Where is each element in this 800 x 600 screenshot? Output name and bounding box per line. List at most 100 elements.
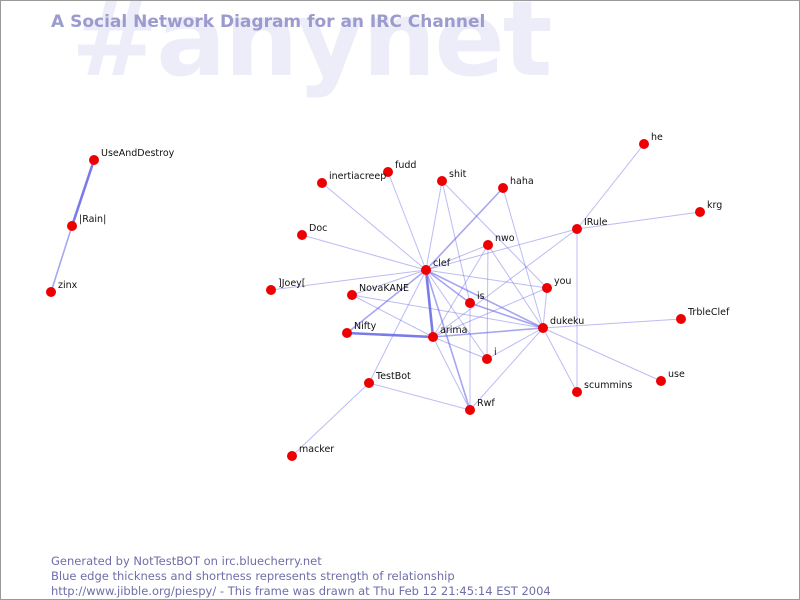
node-label-i: i — [494, 347, 497, 358]
node-dukeku: dukeku — [538, 316, 584, 333]
node-testbot: TestBot — [364, 371, 411, 388]
node-label-dukeku: dukeku — [550, 316, 584, 327]
node-inertiacreep: inertiacreep — [317, 171, 386, 188]
node-scummins: scummins — [572, 380, 632, 397]
node-dot-trbleclef — [676, 314, 686, 324]
node-label-nwo: nwo — [495, 233, 515, 244]
node-dot-is — [465, 298, 475, 308]
node-is: is — [465, 291, 485, 308]
edge-arima-rwf — [432, 336, 471, 411]
node-dot-testbot — [364, 378, 374, 388]
edge-clef-is — [425, 269, 471, 304]
edge-useanddestroy-rain — [70, 159, 96, 227]
node-label-nifty: Nifty — [354, 321, 377, 332]
node-rain: |Rain| — [67, 214, 106, 231]
edge-testbot-macker — [291, 382, 370, 457]
node-dot-haha — [498, 183, 508, 193]
node-arima: arima — [428, 325, 467, 342]
node-dot-clef — [421, 265, 431, 275]
node-dot-inertiacreep — [317, 178, 327, 188]
node-doc: Doc — [297, 223, 327, 240]
node-label-novakane: NovaKANE — [359, 283, 409, 294]
node-dot-fudd — [383, 167, 393, 177]
edge-he-irule — [576, 143, 645, 230]
edge-clef-novakane — [351, 269, 427, 296]
node-label-use: use — [668, 369, 685, 380]
node-he: he — [639, 132, 663, 149]
edge-nifty-arima — [346, 331, 434, 339]
edge-dukeku-trbleclef — [542, 318, 682, 329]
node-dot-novakane — [347, 290, 357, 300]
node-label-trbleclef: TrbleClef — [687, 307, 730, 318]
edge-dukeku-use — [542, 327, 662, 382]
node-dot-scummins — [572, 387, 582, 397]
edge-testbot-rwf — [368, 382, 471, 411]
page-title: A Social Network Diagram for an IRC Chan… — [51, 12, 486, 32]
edge-clef-nifty — [346, 269, 427, 334]
node-dot-you — [542, 283, 552, 293]
edge-novakane-dukeku — [351, 294, 544, 329]
node-dot-macker — [287, 451, 297, 461]
edge-shit-is — [441, 180, 471, 304]
node-layer: UseAndDestroy|Rain|zinxhekrgfuddshitiner… — [46, 132, 730, 461]
footer-generator-line: Generated by NotTestBOT on irc.bluecherr… — [51, 554, 322, 568]
node-nifty: Nifty — [342, 321, 377, 338]
footer-url-line: http://www.jibble.org/piespy/ - This fra… — [51, 584, 551, 598]
node-dot-doc — [297, 230, 307, 240]
edge-clef-nwo — [425, 244, 489, 271]
edge-you-arima — [432, 287, 548, 338]
node-dot-krg — [695, 207, 705, 217]
node-nwo: nwo — [483, 233, 515, 250]
edge-dukeku-arima — [432, 327, 544, 338]
edge-haha-dukeku — [502, 187, 544, 329]
node-rwf: Rwf — [465, 398, 495, 415]
node-dot-he — [639, 139, 649, 149]
node-dot-irule — [572, 224, 582, 234]
node-novakane: NovaKANE — [347, 283, 409, 300]
node-irule: IRule — [572, 217, 608, 234]
edge-clef-joey — [270, 269, 427, 291]
node-label-zinx: zinx — [58, 280, 78, 291]
node-dot-dukeku — [538, 323, 548, 333]
edge-clef-inertiacreep — [321, 182, 427, 271]
edge-krg-irule — [576, 211, 701, 230]
edge-clef-testbot — [368, 269, 427, 384]
node-label-he: he — [651, 132, 663, 143]
node-krg: krg — [695, 200, 722, 217]
edge-clef-arima — [424, 269, 435, 338]
edge-nwo-i — [486, 244, 489, 360]
node-use: use — [656, 369, 685, 386]
edge-layer — [50, 143, 701, 457]
edge-rain-zinx — [50, 225, 73, 293]
node-zinx: zinx — [46, 280, 78, 297]
node-clef: clef — [421, 258, 451, 275]
edge-clef-doc — [301, 234, 427, 271]
edge-clef-you — [425, 269, 548, 289]
edge-dukeku-i — [486, 327, 544, 360]
node-shit: shit — [437, 169, 467, 186]
edge-nwo-arima — [432, 244, 489, 338]
edge-is-dukeku — [469, 302, 544, 329]
node-useanddestroy: UseAndDestroy — [89, 148, 175, 165]
node-label-useanddestroy: UseAndDestroy — [101, 148, 175, 159]
node-dot-use — [656, 376, 666, 386]
edge-clef-irule — [425, 228, 578, 271]
edge-novakane-arima — [351, 294, 434, 338]
node-label-joey: ]Joey[ — [278, 278, 306, 289]
footer: Generated by NotTestBOT on irc.bluecherr… — [51, 554, 551, 599]
node-label-clef: clef — [433, 258, 451, 269]
edge-irule-arima — [432, 228, 578, 338]
node-i: i — [482, 347, 497, 364]
node-dot-nwo — [483, 240, 493, 250]
edge-nwo-dukeku — [487, 244, 544, 329]
footer-legend-line: Blue edge thickness and shortness repres… — [51, 569, 455, 583]
node-dot-rain — [67, 221, 77, 231]
edge-clef-shit — [425, 180, 443, 271]
node-label-shit: shit — [449, 169, 467, 180]
edge-clef-dukeku — [425, 269, 544, 329]
node-label-rain: |Rain| — [79, 214, 106, 225]
node-dot-shit — [437, 176, 447, 186]
edge-shit-you — [441, 180, 548, 289]
node-label-haha: haha — [510, 176, 534, 187]
